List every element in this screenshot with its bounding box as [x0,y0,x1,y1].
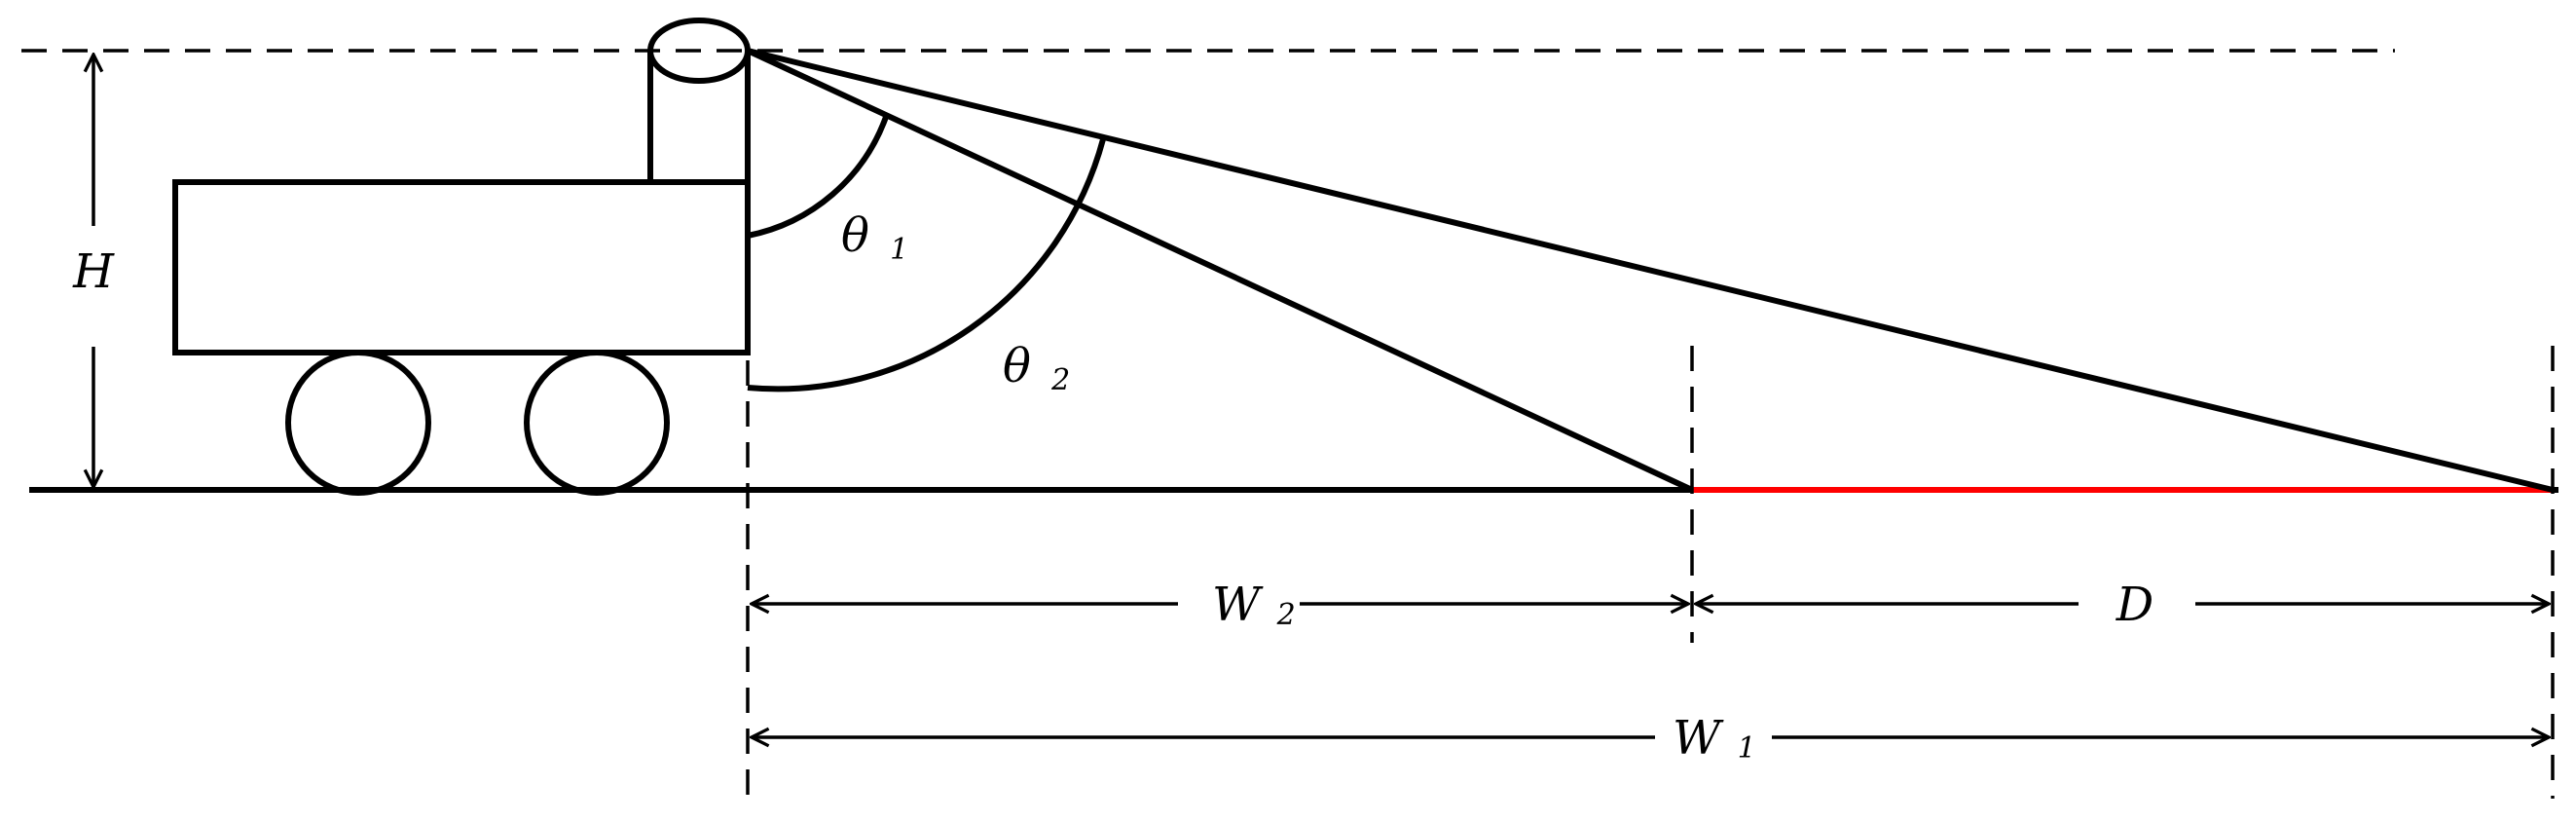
rear-wheel [524,350,670,496]
angle-arc-1 [747,115,889,239]
w1-dimension: W 1 [752,711,2549,766]
angle-label-1: θ 1 [841,208,908,267]
camera-mount [647,18,751,180]
vehicle [172,18,751,496]
vehicle-body [172,179,751,355]
w1-label: W 1 [1673,711,1756,766]
w2-dimension: W 2 [752,578,1688,632]
far-sight-line [747,48,2554,493]
near-sight-line [746,48,1694,493]
w2-label: W 2 [1212,578,1296,632]
d-dimension: D [1696,578,2549,632]
height-dimension: H [72,55,115,487]
front-wheel [285,350,431,496]
d-label: D [2116,578,2153,632]
height-label: H [72,244,115,299]
angle-arc-2 [747,138,1106,392]
angle-label-2: θ 2 [1003,339,1070,397]
